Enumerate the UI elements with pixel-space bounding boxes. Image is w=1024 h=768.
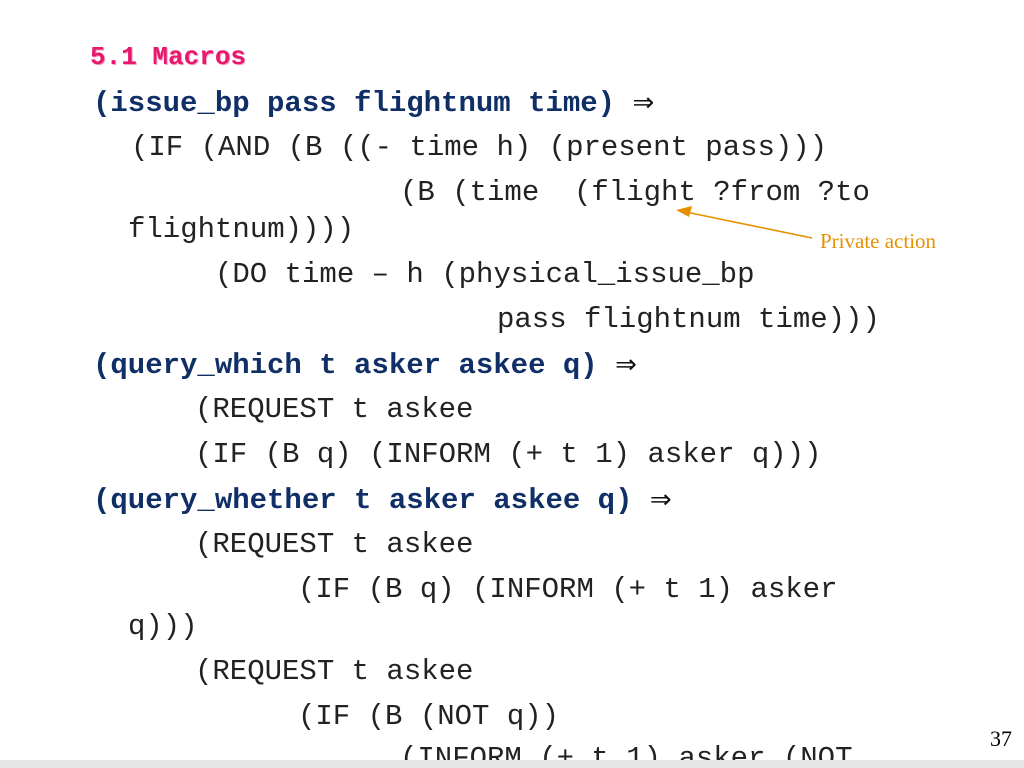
code-line: q))) (128, 610, 198, 643)
page-number: 37 (990, 726, 1012, 751)
code-line: (REQUEST t askee (195, 528, 474, 561)
code-line: (IF (B (NOT q)) (298, 700, 560, 733)
slide-title: 5.1 Macros (90, 42, 247, 72)
bottom-divider (0, 760, 1024, 768)
code-line: (REQUEST t askee (195, 655, 474, 688)
code-line: (REQUEST t askee (195, 393, 474, 426)
code-line: (IF (AND (B ((- time h) (present pass))) (131, 131, 828, 164)
code-line: (IF (B q) (INFORM (+ t 1) asker (298, 573, 838, 606)
macro-header-issue-bp: (issue_bp pass flightnum time) ⇒ (93, 86, 654, 121)
code-line: (IF (B q) (INFORM (+ t 1) asker q))) (195, 438, 822, 471)
implies-arrow-icon: ⇒ (615, 350, 637, 380)
code-line: (B (time (flight ?from ?to (400, 176, 870, 209)
code-line: (DO time – h (physical_issue_bp (215, 258, 755, 291)
macro-header-text: (query_whether t asker askee q) (93, 484, 633, 517)
code-line: pass flightnum time))) (497, 303, 880, 336)
macro-header-text: (issue_bp pass flightnum time) (93, 87, 616, 120)
implies-arrow-icon: ⇒ (632, 88, 655, 118)
macro-header-text: (query_which t asker askee q) (93, 349, 598, 382)
code-line: flightnum)))) (128, 213, 355, 246)
annotation-label: Private action (820, 229, 937, 253)
macro-header-query-whether: (query_whether t asker askee q) ⇒ (93, 483, 672, 518)
implies-arrow-icon: ⇒ (649, 485, 672, 515)
macro-header-query-which: (query_which t asker askee q) ⇒ (93, 348, 637, 383)
